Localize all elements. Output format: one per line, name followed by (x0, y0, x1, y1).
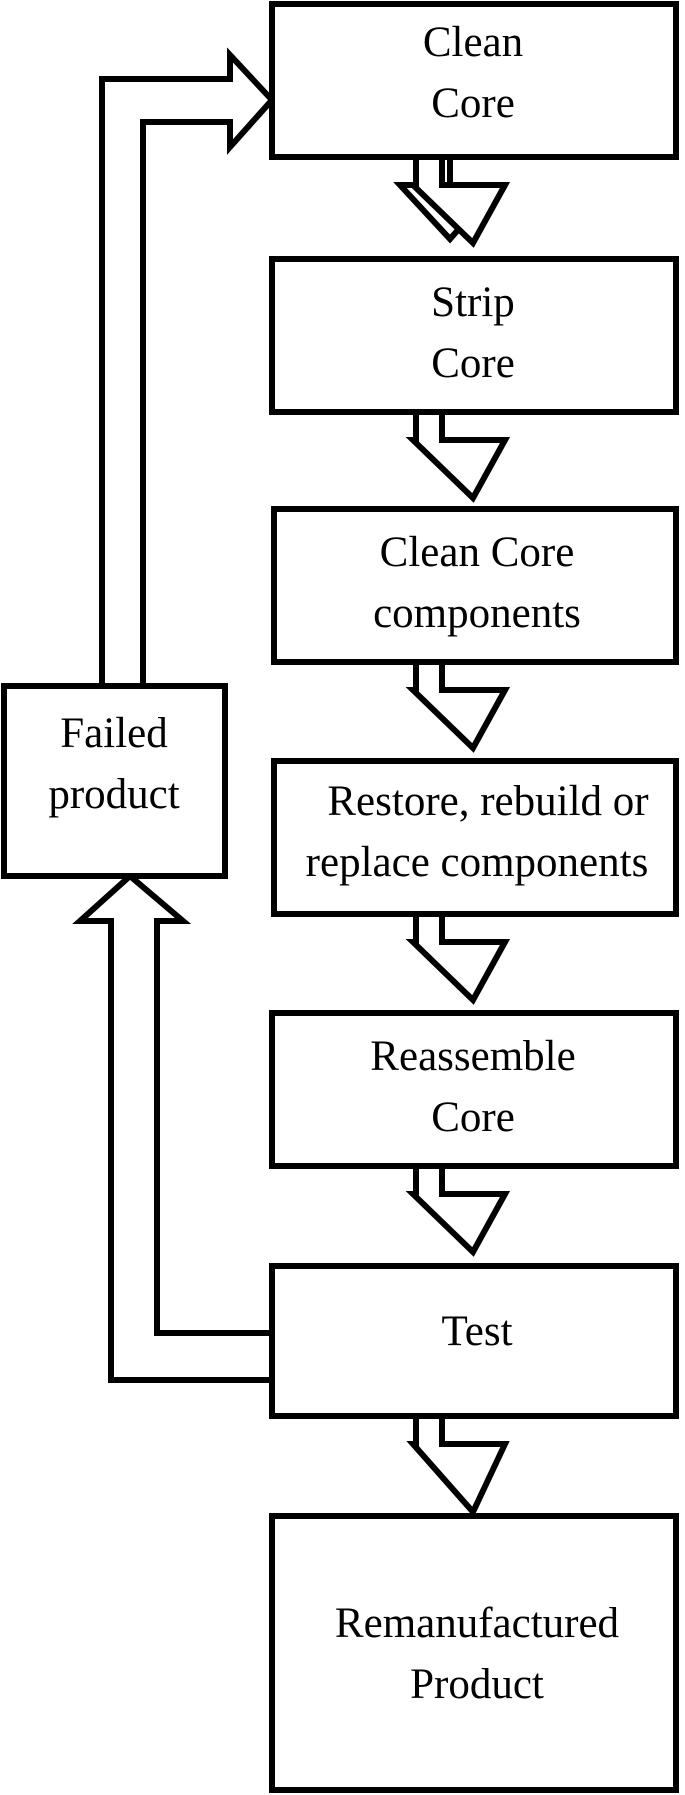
step-label-strip-core-line2: Core (431, 340, 515, 387)
step-box-strip-core (269, 256, 679, 415)
down-arrow-e (405, 1163, 511, 1257)
step-label-test: Test (441, 1308, 512, 1355)
step-label-reassemble-line2: Core (431, 1094, 515, 1141)
failed-product-box (1, 683, 228, 879)
step-box-reassemble-core (269, 1010, 679, 1169)
step-label-strip-core-line1: Strip (431, 279, 515, 326)
feedback-arrow-failed-to-clean-core (99, 47, 277, 689)
down-arrow-c (405, 659, 511, 753)
step-box-test (269, 1263, 679, 1419)
feedback-arrow-test-to-failed (72, 872, 275, 1383)
step-box-restore-rebuild-replace (271, 758, 679, 917)
down-arrow-b (405, 409, 511, 503)
step-box-remanufactured-product (269, 1513, 679, 1793)
step-label-remanufactured-line2: Product (410, 1661, 544, 1708)
failed-product-label-line1: Failed (60, 710, 167, 757)
down-arrow-d (405, 911, 511, 1005)
step-box-clean-core-components (271, 506, 679, 665)
down-arrow-a (405, 154, 511, 248)
step-label-remanufactured-line1: Remanufactured (335, 1600, 619, 1647)
step-label-clean-core-line1: Clean (423, 19, 523, 66)
step-label-clean-components-line1: Clean Core (380, 529, 575, 576)
step-label-restore-line2: replace components (306, 839, 649, 886)
step-label-reassemble-line1: Reassemble (370, 1033, 575, 1080)
step-label-restore-line1: Restore, rebuild or (327, 778, 648, 825)
step-label-clean-components-line2: components (373, 590, 581, 637)
failed-product-label-line2: product (48, 771, 179, 818)
down-arrow-f (406, 1413, 510, 1518)
step-box-clean-core (269, 1, 679, 160)
step-label-clean-core-line2: Core (431, 80, 515, 127)
